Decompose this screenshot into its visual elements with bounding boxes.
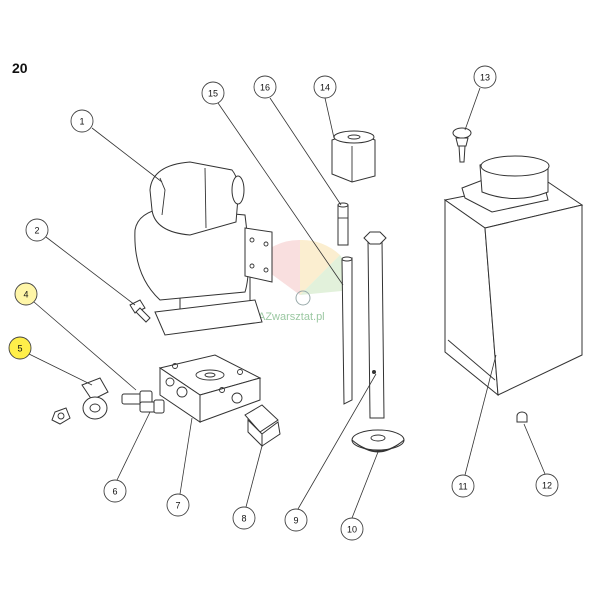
- callout-2: 2: [25, 218, 49, 242]
- screw: [129, 299, 151, 323]
- callout-15: 15: [201, 81, 225, 105]
- callout-14: 14: [313, 75, 337, 99]
- svg-text:2: 2: [34, 226, 39, 236]
- callout-11: 11: [451, 474, 475, 498]
- svg-text:4: 4: [23, 290, 28, 300]
- tank: [443, 155, 584, 397]
- svg-text:5: 5: [17, 344, 22, 354]
- svg-text:1: 1: [79, 117, 84, 127]
- fittings: [121, 390, 165, 414]
- callout-9: 9: [284, 508, 308, 532]
- leader-lines: [28, 87, 546, 519]
- svg-text:12: 12: [542, 481, 552, 491]
- valve-block: [158, 354, 262, 423]
- svg-text:16: 16: [260, 83, 270, 93]
- filler-breather: [452, 127, 472, 163]
- drain-plug: [516, 411, 528, 423]
- watermark-text: AZwarsztat.pl: [258, 311, 325, 323]
- callout-8: 8: [232, 506, 256, 530]
- banjo-elbow: [51, 377, 109, 425]
- callout-1: 1: [70, 109, 94, 133]
- svg-text:7: 7: [175, 501, 180, 511]
- svg-text:15: 15: [208, 89, 218, 99]
- callout-16: 16: [253, 75, 277, 99]
- filter-disc: [351, 429, 405, 453]
- svg-text:9: 9: [293, 516, 298, 526]
- shaft: [337, 202, 349, 246]
- callout-12: 12: [535, 473, 559, 497]
- bolt: [244, 404, 281, 448]
- motor: [134, 161, 273, 336]
- svg-text:8: 8: [241, 514, 246, 524]
- coupling: [331, 130, 376, 183]
- svg-text:11: 11: [458, 482, 467, 492]
- callout-13: 13: [473, 65, 497, 89]
- page-number: 20: [12, 60, 28, 76]
- callout-10: 10: [340, 517, 364, 541]
- svg-text:13: 13: [480, 73, 490, 83]
- svg-text:14: 14: [320, 83, 330, 93]
- return-pipe: [341, 256, 353, 405]
- svg-text:6: 6: [112, 487, 117, 497]
- callouts: 1 2 4 5 6 7 8 9 10 11 12 13 14 15 16: [8, 65, 559, 541]
- callout-7: 7: [166, 493, 190, 517]
- callout-5: 5: [8, 336, 32, 360]
- suction-tube: [363, 231, 387, 419]
- callout-4: 4: [14, 282, 38, 306]
- svg-text:10: 10: [347, 525, 357, 535]
- callout-6: 6: [103, 479, 127, 503]
